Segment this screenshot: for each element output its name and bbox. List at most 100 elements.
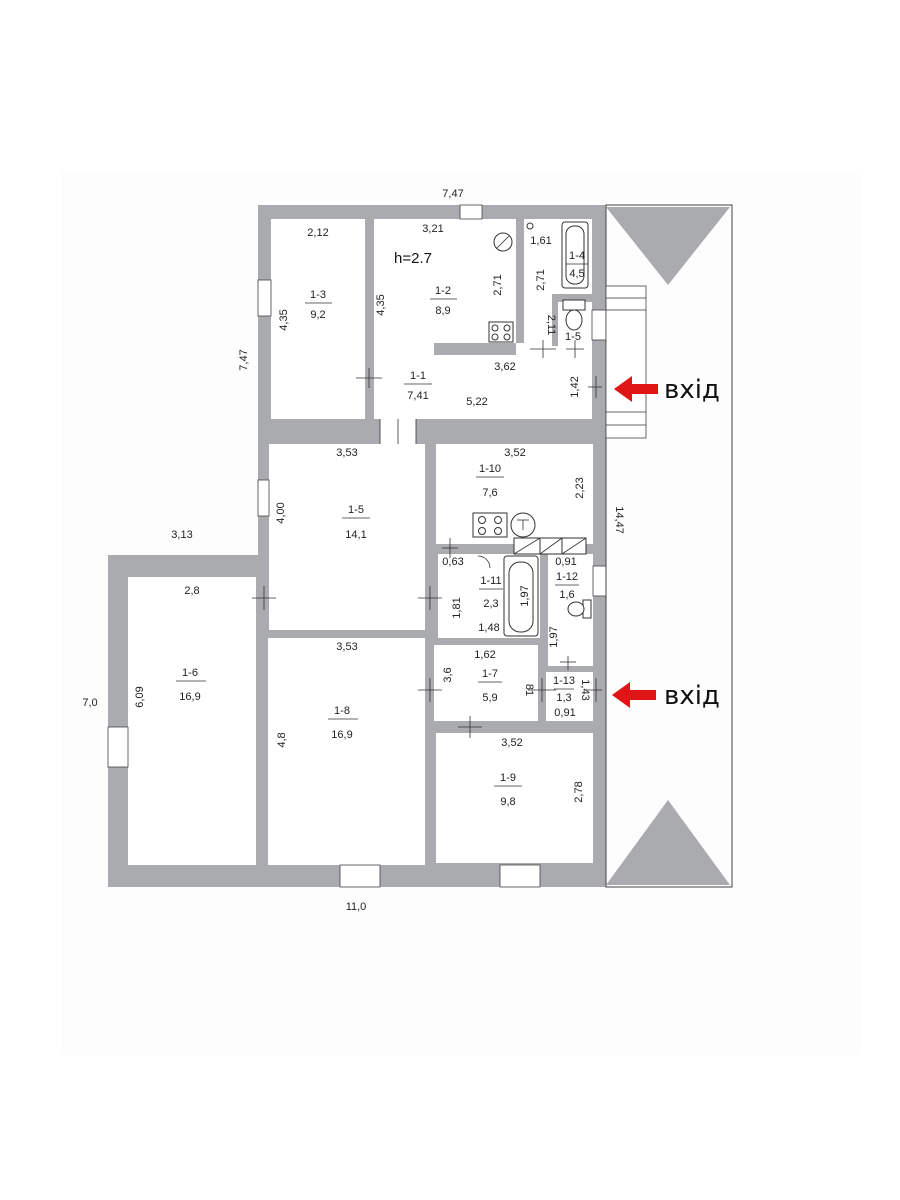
outer-dimensions: 7,47 7,47 3,13 7,0 11,0 14,47: [82, 188, 625, 913]
svg-text:1-1: 1-1: [410, 370, 426, 382]
dim-bottom-total: 11,0: [346, 901, 367, 913]
svg-text:1-12: 1-12: [556, 571, 578, 583]
dim-3: 3,21: [422, 223, 443, 235]
dim-11: 1,42: [569, 376, 581, 397]
fixtures: [472, 221, 592, 637]
svg-text:9,2: 9,2: [310, 309, 325, 321]
svg-text:1-6: 1-6: [182, 667, 198, 679]
dim-21: 1,97: [519, 585, 531, 606]
svg-text:1-7: 1-7: [482, 668, 498, 680]
dim-29: 1,43: [579, 679, 591, 700]
partition-kitchen: [434, 343, 516, 355]
dim-7: 2,71: [535, 269, 547, 290]
svg-text:1,3: 1,3: [556, 692, 571, 704]
dim-27: 3,6: [442, 667, 454, 682]
dim-6: 1,61: [530, 235, 551, 247]
dim-13: 4,00: [275, 502, 287, 523]
svg-text:5,9: 5,9: [482, 692, 497, 704]
dim-17: 6,09: [134, 686, 146, 707]
window-1-4: [591, 309, 607, 341]
steps: [605, 285, 647, 439]
dim-20: 1,48: [478, 622, 499, 634]
dim-16: 2,8: [184, 585, 199, 597]
partition-1-11: [430, 544, 438, 638]
room-1-8: [268, 638, 425, 865]
partition-vest: [546, 666, 593, 672]
partition-bath: [516, 219, 524, 343]
dim-4: 4,35: [375, 294, 387, 315]
partition-mid-h: [430, 638, 540, 645]
dim-top-total: 7,47: [442, 188, 463, 200]
dim-left-lower: 7,0: [82, 697, 97, 709]
dim-left-upper: 7,47: [238, 349, 250, 370]
window-1-5: [257, 479, 270, 517]
dim-30: 0,91: [554, 707, 575, 719]
dim-22: 0,91: [555, 556, 576, 568]
window-1-12: [592, 565, 607, 597]
window-1-8: [339, 864, 381, 888]
svg-text:1-10: 1-10: [479, 463, 501, 475]
room-label-1-3: 1-3 9,2: [305, 289, 332, 321]
svg-text:1-8: 1-8: [334, 705, 350, 717]
partition-mid-v: [540, 544, 548, 672]
dim-23: 1,97: [548, 626, 560, 647]
room-labels: 1-3 9,2 1-2 8,9 1-1 7,41 1-4 4,5 1-5 1-5…: [176, 250, 588, 808]
room-label-1-1: 1-1 7,41: [404, 370, 432, 402]
stove-icon-2: [472, 512, 508, 538]
dim-24: 3,53: [336, 641, 357, 653]
svg-text:1-5: 1-5: [348, 504, 364, 516]
room-label-1-2: 1-2 8,9: [430, 285, 457, 317]
dim-31: 3,52: [501, 737, 522, 749]
dim-2: 4,35: [278, 309, 290, 330]
svg-text:1-5: 1-5: [565, 331, 581, 343]
svg-text:16,9: 16,9: [331, 729, 352, 741]
dim-28: 81: [523, 684, 535, 696]
dim-15: 2,23: [574, 477, 586, 498]
dim-10: 5,22: [466, 396, 487, 408]
window-1-9: [499, 864, 541, 888]
svg-text:2,3: 2,3: [483, 598, 498, 610]
room-label-1-11: 1-11 2,3: [479, 575, 503, 610]
svg-text:1-11: 1-11: [480, 575, 501, 587]
terrace-outline: [605, 204, 733, 888]
partitions: [430, 219, 593, 672]
dim-25: 4,8: [276, 732, 288, 747]
porch-triangle-bottom: [606, 800, 730, 885]
room-label-1-9: 1-9 9,8: [494, 772, 522, 808]
room-1-7: [434, 645, 538, 721]
ceiling-height: h=2.7: [394, 250, 432, 267]
dim-12: 3,53: [336, 447, 357, 459]
svg-text:1,6: 1,6: [559, 589, 574, 601]
svg-text:7,6: 7,6: [482, 487, 497, 499]
entrances: вхід вхід: [612, 375, 720, 711]
svg-text:1-13: 1-13: [553, 675, 575, 687]
partition-wc-left: [552, 294, 558, 346]
dim-5: 2,71: [492, 274, 504, 295]
room-label-1-12: 1-12 1,6: [555, 571, 579, 601]
room-dimensions: 2,12 4,35 3,21 4,35 2,71 1,61 2,71 2,11 …: [134, 223, 591, 803]
dim-32: 2,78: [573, 781, 585, 802]
room-1-9: [436, 733, 593, 863]
room-label-1-5-wc: 1-5: [565, 331, 581, 343]
windows: [107, 204, 607, 888]
room-label-1-13: 1-13 1,3: [553, 675, 575, 704]
svg-text:8,9: 8,9: [435, 305, 450, 317]
arrow-left-icon: [614, 376, 658, 402]
window-1-6: [107, 726, 129, 768]
partition-wc-top: [552, 294, 592, 302]
entrance-label-bottom: вхід: [664, 681, 720, 711]
dim-8: 2,11: [545, 315, 557, 336]
svg-text:7,41: 7,41: [407, 390, 428, 402]
svg-text:14,1: 14,1: [345, 529, 366, 541]
door-marks: [252, 340, 602, 738]
svg-text:16,9: 16,9: [179, 691, 200, 703]
svg-text:1-9: 1-9: [500, 772, 516, 784]
room-1-3: [271, 219, 365, 419]
svg-text:1-2: 1-2: [435, 285, 451, 297]
dim-14: 3,52: [504, 447, 525, 459]
room-1-13: [546, 672, 593, 721]
svg-text:4,5: 4,5: [569, 268, 584, 280]
entrance-label-top: вхід: [664, 375, 720, 405]
room-label-1-5: 1-5 14,1: [342, 504, 370, 541]
